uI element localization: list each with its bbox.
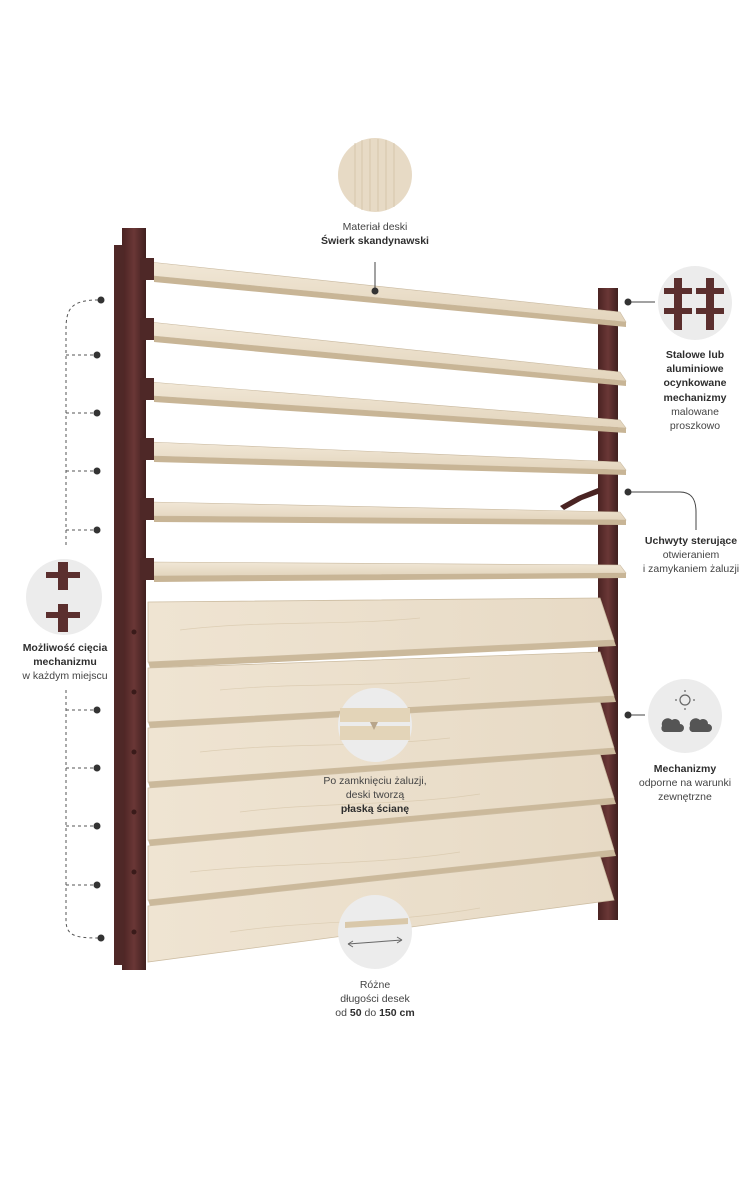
material-callout: Materiał deski Świerk skandynawski bbox=[305, 220, 445, 248]
sun-cloud-rain-icon bbox=[661, 690, 712, 732]
material-label: Materiał deski bbox=[342, 221, 408, 233]
bracket-icon bbox=[664, 278, 724, 330]
left-brackets bbox=[115, 258, 154, 580]
handles-line3: i zamykaniem żaluzji bbox=[642, 563, 740, 576]
steel-line6: proszkowo bbox=[669, 419, 721, 432]
weather-callout: Mechanizmy odporne na warunki zewnętrzne bbox=[622, 762, 748, 805]
cut-points-guide bbox=[65, 299, 99, 939]
lengths-line3: od 50 do 150 cm bbox=[305, 1006, 445, 1020]
material-value: Świerk skandynawski bbox=[321, 235, 429, 248]
lengths-min: 50 bbox=[349, 1007, 362, 1020]
connector-dots bbox=[371, 287, 632, 719]
steel-line3: ocynkowane bbox=[663, 377, 727, 390]
bracket-detail-circle bbox=[658, 266, 732, 340]
left-post bbox=[122, 228, 146, 970]
handles-line2: otwieraniem bbox=[662, 549, 720, 562]
lengths-callout: Różne długości desek od 50 do 150 cm bbox=[305, 978, 445, 1021]
open-slats bbox=[149, 261, 627, 582]
board-length-icon bbox=[345, 918, 408, 948]
control-handle bbox=[560, 488, 598, 510]
lengths-line2: długości desek bbox=[340, 993, 410, 1006]
wood-grain-icon bbox=[354, 139, 395, 211]
left-post-flange bbox=[114, 245, 124, 965]
right-post bbox=[598, 288, 618, 920]
wood-sample-circle bbox=[338, 138, 412, 212]
flat-wall-line2: deski tworzą bbox=[345, 789, 405, 802]
lengths-to: do bbox=[361, 1007, 380, 1020]
lengths-from: od bbox=[335, 1007, 350, 1020]
joint-icon bbox=[340, 708, 410, 740]
handles-callout: Uchwyty sterujące otwieraniem i zamykani… bbox=[632, 534, 750, 577]
steel-mechanism-callout: Stalowe lub aluminiowe ocynkowane mechan… bbox=[640, 348, 750, 433]
lengths-line1: Różne bbox=[359, 979, 391, 991]
steel-line1: Stalowe lub bbox=[665, 349, 725, 361]
cutting-line3: w każdym miejscu bbox=[22, 670, 108, 683]
cut-point-dots bbox=[93, 296, 105, 942]
flat-wall-callout: Po zamknięciu żaluzji, deski tworzą płas… bbox=[295, 774, 455, 817]
steel-line4: mechanizmy bbox=[663, 391, 727, 404]
weather-line3: zewnętrzne bbox=[658, 791, 712, 804]
cutting-line1: Możliwość cięcia bbox=[22, 642, 108, 654]
flat-wall-line1: Po zamknięciu żaluzji, bbox=[323, 775, 427, 787]
lengths-max: 150 cm bbox=[379, 1007, 415, 1020]
post-bolts bbox=[131, 629, 137, 935]
cut-bracket-icon bbox=[46, 562, 80, 632]
steel-line2: aluminiowe bbox=[666, 363, 724, 376]
length-circle bbox=[338, 895, 412, 969]
handles-line1: Uchwyty sterujące bbox=[644, 535, 738, 547]
cutting-line2: mechanizmu bbox=[33, 656, 97, 669]
flat-wall-line3: płaską ścianę bbox=[340, 803, 410, 816]
steel-line5: malowane bbox=[671, 405, 719, 418]
cutting-callout: Możliwość cięcia mechanizmu w każdym mie… bbox=[4, 641, 126, 684]
connector-lines bbox=[374, 262, 697, 716]
weather-line2: odporne na warunki bbox=[638, 777, 732, 790]
weather-circle bbox=[648, 679, 722, 753]
cut-detail-circle bbox=[26, 559, 102, 635]
weather-line1: Mechanizmy bbox=[653, 763, 717, 775]
